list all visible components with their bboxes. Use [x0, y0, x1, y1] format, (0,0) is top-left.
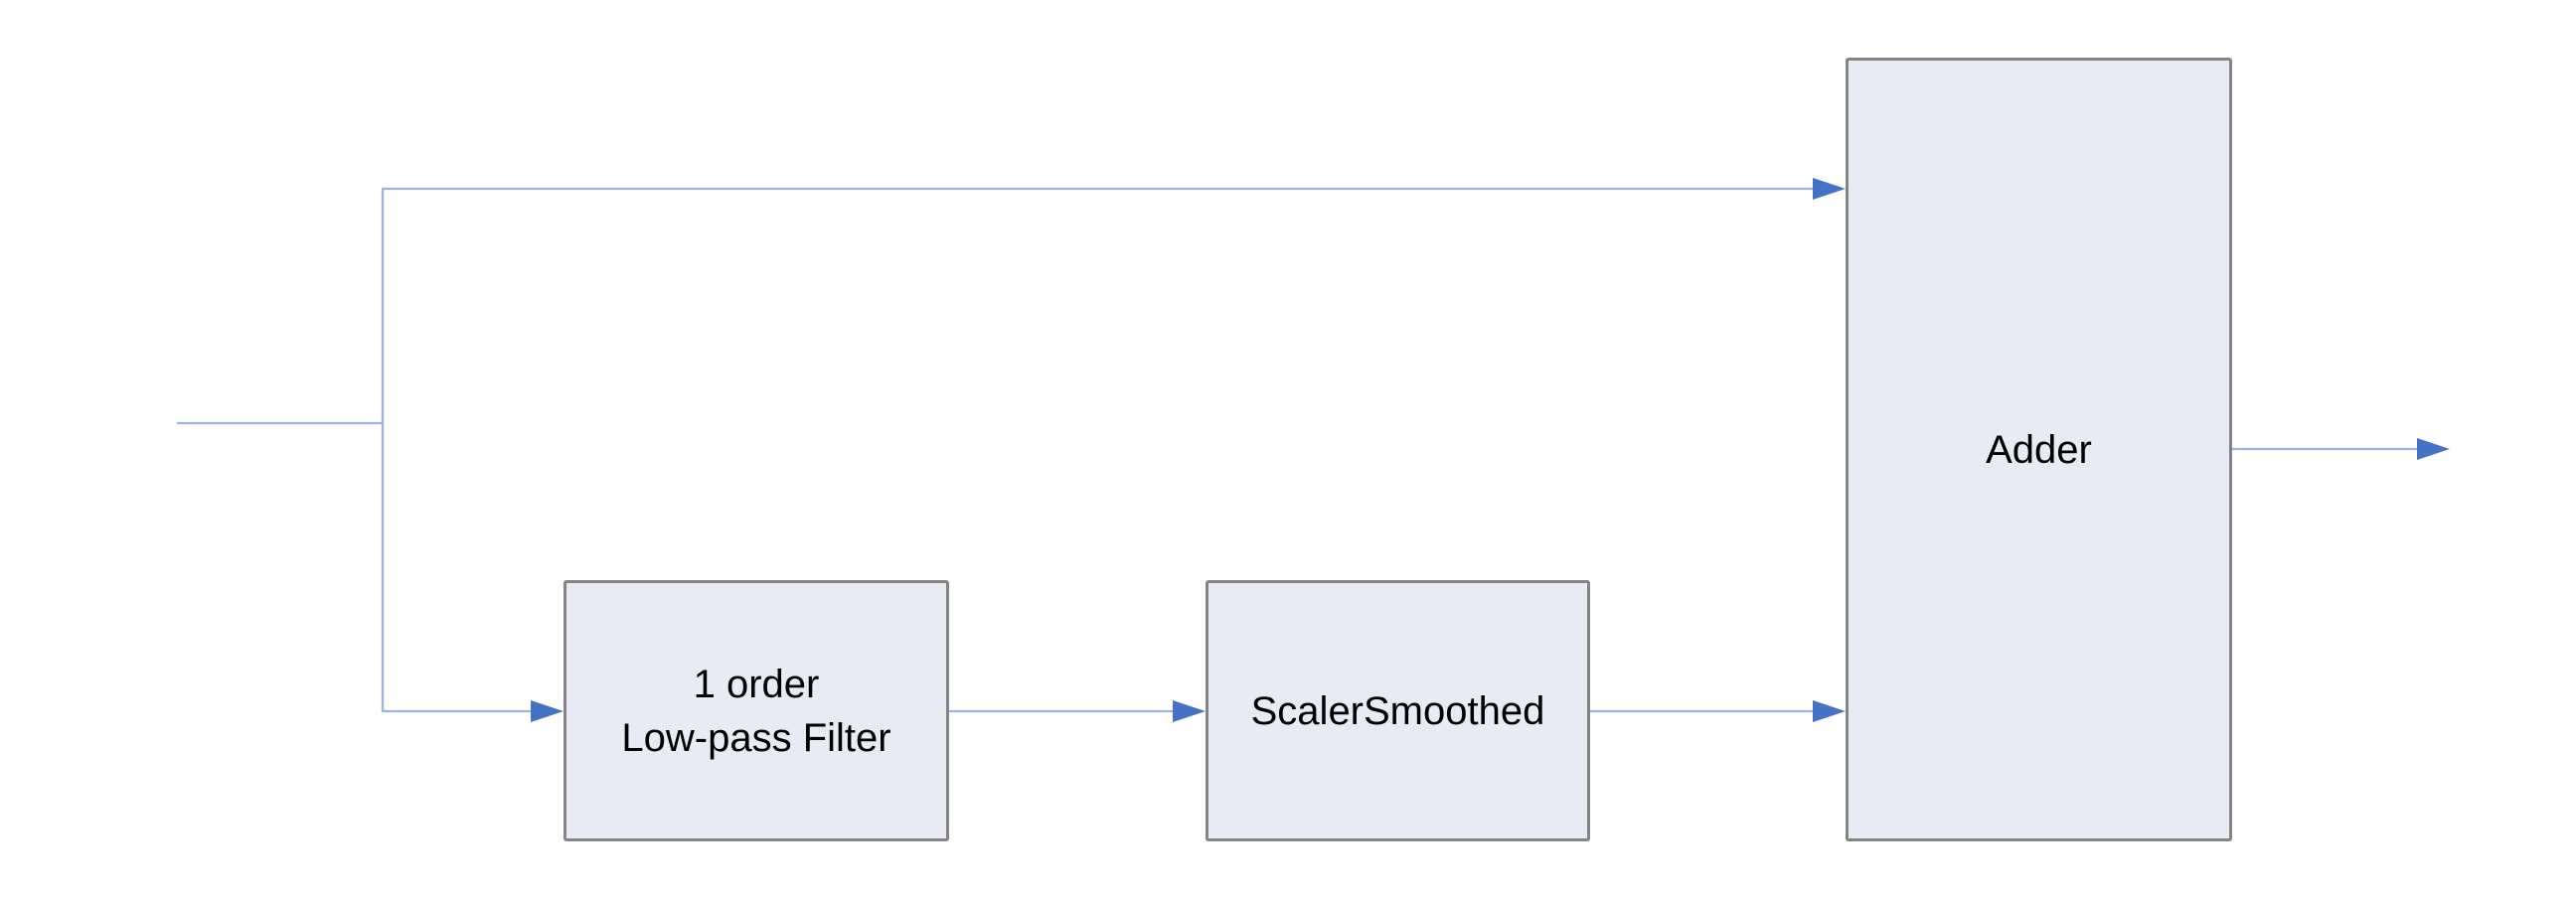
branch-line [381, 187, 1816, 713]
arrowhead-output [2417, 438, 2450, 460]
arrowhead-scaler-input [1173, 700, 1206, 722]
arrowhead-adder-bottom-input [1813, 700, 1846, 722]
node-label: Adder [1986, 427, 2092, 472]
arrowhead-adder-top-input [1813, 178, 1846, 200]
node-adder[interactable]: Adder [1846, 58, 2232, 841]
node-label: ScalerSmoothed [1250, 688, 1545, 733]
node-scaler-smoothed[interactable]: ScalerSmoothed [1206, 580, 1590, 841]
node-label: 1 order [693, 662, 820, 706]
node-label: Low-pass Filter [621, 715, 891, 760]
node-lowpass-filter[interactable]: 1 order Low-pass Filter [564, 580, 949, 841]
arrowhead-lowpass-input [531, 700, 564, 722]
